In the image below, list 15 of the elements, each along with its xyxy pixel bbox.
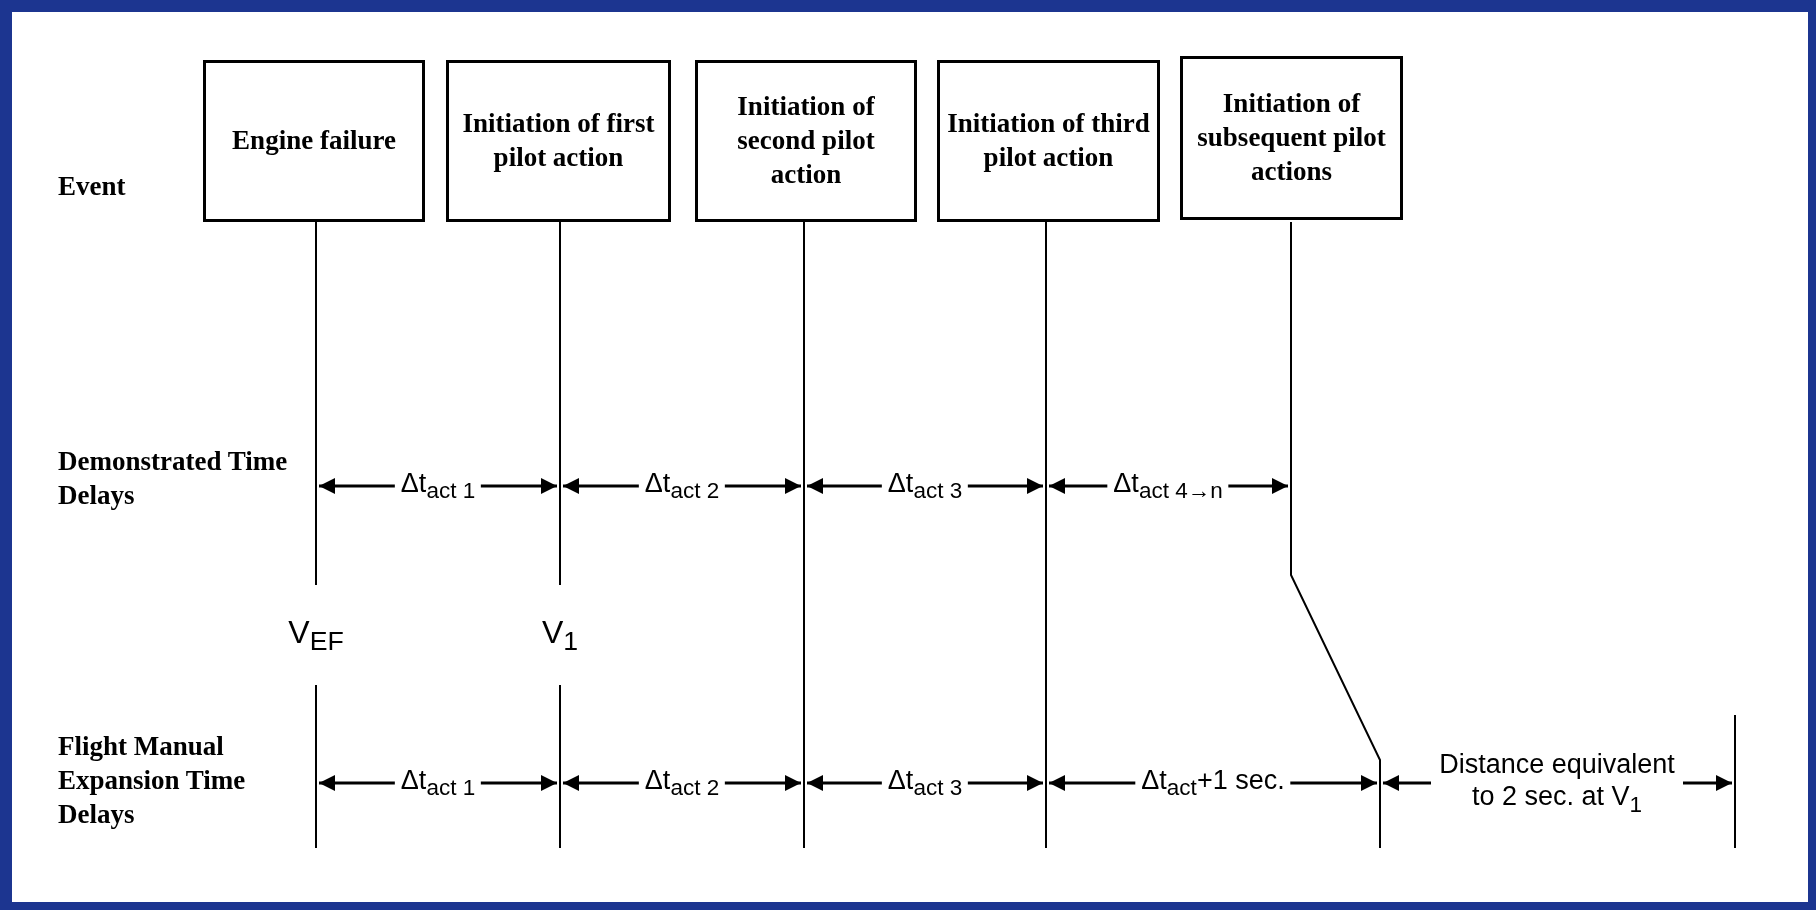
row-label: Event <box>58 170 126 203</box>
time-line <box>1290 221 1381 849</box>
event-box: Initiation of first pilot action <box>446 60 671 222</box>
speed-label: V$_{1}$ <box>541 612 579 659</box>
row-label: Flight Manual Expansion Time Delays <box>58 730 247 831</box>
row-label: Demonstrated Time Delays <box>58 445 288 512</box>
event-box: Engine failure <box>203 60 425 222</box>
event-box: Initiation of third pilot action <box>937 60 1160 222</box>
event-box: Initiation of subsequent pilot actions <box>1180 56 1403 220</box>
time-line <box>1045 221 1047 849</box>
event-box: Initiation of second pilot action <box>695 60 917 222</box>
time-line <box>559 221 561 849</box>
time-line <box>803 221 805 849</box>
time-line <box>315 221 317 849</box>
speed-label: V$_{EF}$ <box>288 612 344 659</box>
